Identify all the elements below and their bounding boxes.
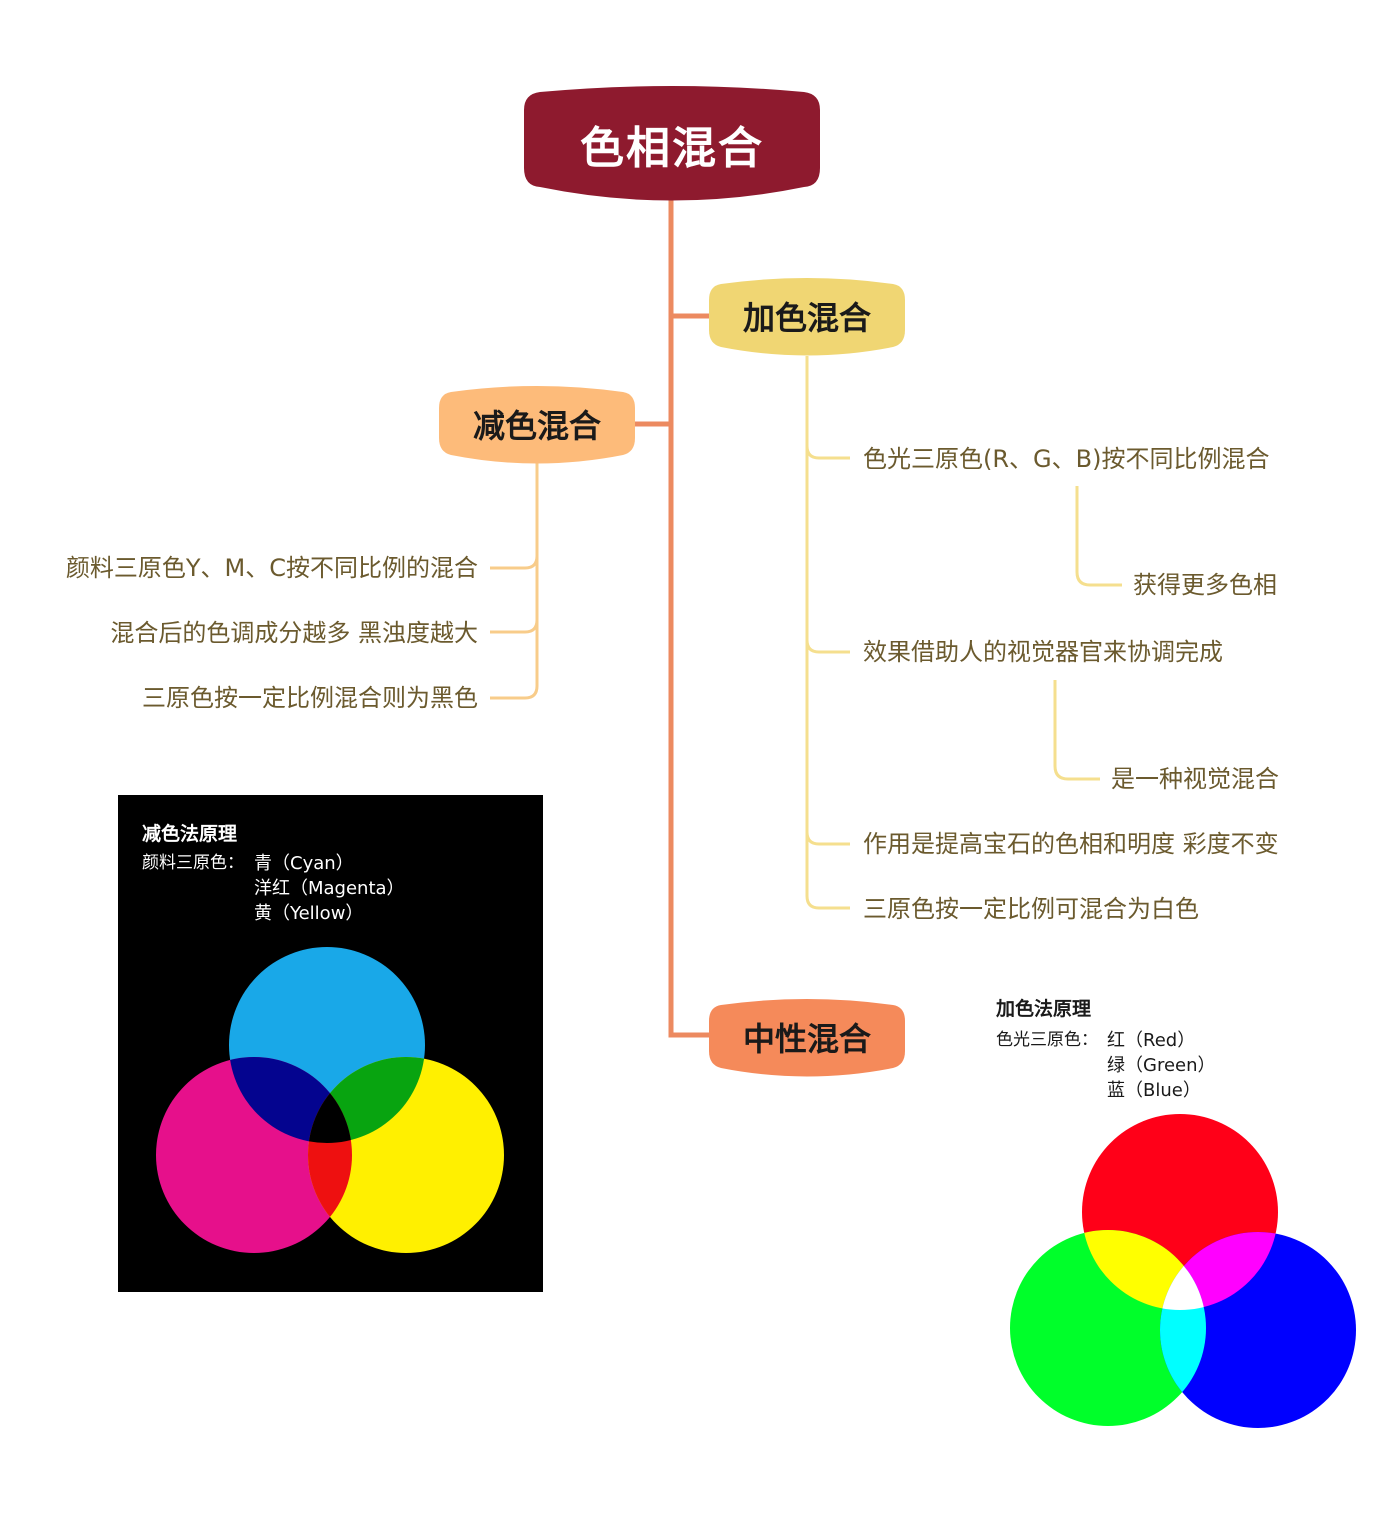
additive-node-shape	[709, 278, 905, 356]
green-overlap	[308, 1057, 425, 1143]
subtractive-node-shape	[439, 386, 635, 464]
additive-panel-title: 加色法原理	[996, 998, 1092, 1020]
additive-panel-prefix: 色光三原色：	[996, 1030, 1098, 1050]
additive-node[interactable]: 加色混合	[707, 272, 907, 360]
additive-stub-3	[805, 831, 850, 846]
yellow-overlap	[1082, 1230, 1206, 1310]
neutral-label: 中性混合	[742, 1020, 871, 1058]
root-label: 色相混合	[580, 123, 764, 174]
additive-item-4: 三原色按一定比例可混合为白色	[863, 895, 1199, 923]
neutral-node-shape	[709, 999, 905, 1077]
additive-primary-blue: 蓝（Blue）	[1107, 1080, 1201, 1101]
additive-item-3: 作用是提高宝石的色相和明度 彩度不变	[863, 830, 1279, 858]
additive-primary-green: 绿（Green）	[1107, 1055, 1216, 1076]
additive-sub-line-2	[1053, 680, 1100, 781]
additive-stub-1	[805, 445, 850, 460]
additive-stub-2	[805, 639, 850, 654]
additive-subitem-1: 获得更多色相	[1133, 571, 1277, 599]
subtractive-stub-1	[490, 555, 539, 570]
subtractive-primary-cyan: 青（Cyan）	[254, 853, 354, 874]
root-node[interactable]: 色相混合	[522, 82, 822, 206]
subtractive-stub-2	[490, 619, 539, 634]
magenta-overlap	[1160, 1232, 1278, 1310]
subtractive-panel-title: 减色法原理	[142, 823, 238, 845]
subtractive-item-1: 颜料三原色Y、M、C按不同比例的混合	[65, 554, 478, 582]
additive-branch-line	[805, 356, 850, 910]
additive-venn	[1010, 1114, 1356, 1428]
subtractive-branch-line	[490, 462, 539, 700]
additive-label: 加色混合	[742, 299, 871, 337]
subtractive-label: 减色混合	[472, 407, 601, 445]
subtractive-node[interactable]: 减色混合	[437, 380, 637, 468]
subtractive-primary-yellow: 黄（Yellow）	[254, 903, 364, 924]
additive-item-2: 效果借助人的视觉器官来协调完成	[863, 638, 1223, 666]
subtractive-panel-prefix: 颜料三原色：	[142, 853, 244, 873]
subtractive-primary-magenta: 洋红（Magenta）	[254, 878, 405, 899]
additive-panel: 加色法原理 色光三原色： 红（Red） 绿（Green） 蓝（Blue）	[990, 990, 1377, 1440]
additive-sub-line-1	[1075, 486, 1122, 587]
trunk-line	[668, 200, 712, 1038]
subtractive-venn	[156, 947, 504, 1253]
subtractive-item-2: 混合后的色调成分越多 黑浊度越大	[110, 619, 478, 647]
additive-item-1: 色光三原色(R、G、B)按不同比例混合	[863, 445, 1270, 473]
neutral-node[interactable]: 中性混合	[707, 993, 907, 1081]
root-node-shape	[524, 86, 820, 201]
subtractive-item-3: 三原色按一定比例混合则为黑色	[142, 684, 478, 712]
additive-primary-red: 红（Red）	[1107, 1030, 1196, 1051]
subtractive-panel: 减色法原理 颜料三原色： 青（Cyan） 洋红（Magenta） 黄（Yello…	[118, 795, 543, 1292]
blue-overlap	[229, 1057, 352, 1143]
additive-subitem-2: 是一种视觉混合	[1111, 765, 1279, 793]
